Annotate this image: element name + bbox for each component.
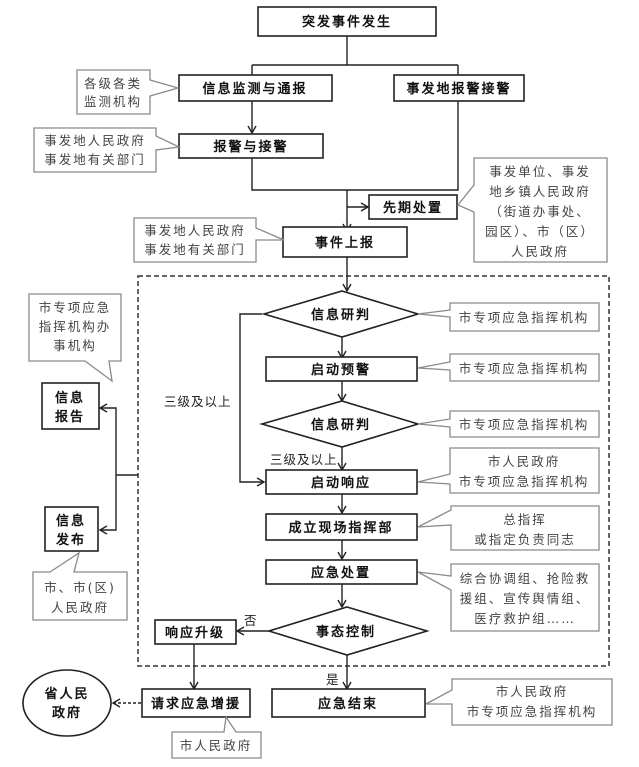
- note-setup-command-line2: 或指定负责同志: [474, 532, 576, 547]
- note-emergency-end-line1: 市人民政府: [496, 684, 569, 699]
- note-start-response-line2: 市专项应急指挥机构: [459, 474, 590, 489]
- edge-label-yes: 是: [326, 672, 340, 687]
- note-emergency-end-line2: 市专项应急指挥机构: [467, 704, 598, 719]
- note-info-judge-1: 市专项应急指挥机构: [417, 302, 600, 332]
- note-emergency-handling-line3: 医疗救护组……: [474, 611, 576, 626]
- node-info-report-line2: 报告: [55, 409, 85, 425]
- node-alarm-receive-label: 报警与接警: [213, 139, 288, 155]
- note-setup-command-line1: 总指挥: [503, 512, 547, 527]
- node-monitor-label: 信息监测与通报: [202, 81, 307, 97]
- edge-label-level3-left: 三级及以上: [164, 394, 232, 409]
- note-setup-command: 总指挥 或指定负责同志: [417, 505, 600, 551]
- note-emergency-handling: 综合协调组、抢险救 援组、宣传舆情组、 医疗救护组……: [417, 563, 600, 632]
- note-start-warning: 市专项应急指挥机构: [417, 353, 600, 382]
- node-initial-response-label: 先期处置: [383, 200, 443, 216]
- note-event-report-line1: 事发地人民政府: [144, 223, 246, 238]
- note-initial-response: 事发单位、事发 地乡镇人民政府 （街道办事处、 园区）、市（区） 人民政府: [456, 157, 608, 263]
- note-info-report-line2: 指挥机构办: [39, 319, 112, 334]
- note-request-support: 市人民政府: [171, 715, 262, 759]
- node-initial-response: 先期处置: [368, 194, 458, 220]
- node-setup-command: 成立现场指挥部: [265, 513, 418, 541]
- node-info-release: 信息 发布: [44, 506, 99, 552]
- note-event-report-line2: 事发地有关部门: [144, 242, 246, 257]
- edge-label-level3-inner: 三级及以上: [270, 452, 338, 467]
- node-emergency-end: 应急结束: [271, 688, 426, 718]
- note-start-response: 市人民政府 市专项应急指挥机构: [417, 447, 600, 494]
- note-info-release: 市、市(区) 人民政府: [32, 551, 128, 621]
- node-info-release-line1: 信息: [56, 513, 86, 529]
- note-info-judge-1-text: 市专项应急指挥机构: [459, 310, 590, 325]
- node-start-warning: 启动预警: [265, 356, 418, 382]
- note-alarm-receive: 事发地人民政府 事发地有关部门: [33, 127, 182, 173]
- node-monitor: 信息监测与通报: [178, 74, 333, 102]
- node-event-report: 事件上报: [282, 226, 408, 258]
- note-monitor: 各级各类 监测机构: [76, 69, 181, 115]
- node-provincial-gov-line2: 政府: [52, 705, 82, 721]
- node-emergency-handling-label: 应急处置: [311, 565, 371, 581]
- note-info-release-line1: 市、市(区): [44, 580, 116, 595]
- note-monitor-line1: 各级各类: [84, 76, 142, 91]
- node-emergency-handling: 应急处置: [265, 559, 418, 585]
- edge-label-no: 否: [244, 613, 258, 628]
- note-info-judge-2-text: 市专项应急指挥机构: [459, 417, 590, 432]
- note-info-report-line3: 事机构: [53, 338, 97, 353]
- response-phase-region: [137, 275, 610, 667]
- decision-info-judge-1: 信息研判: [261, 290, 421, 338]
- note-monitor-line2: 监测机构: [84, 94, 142, 109]
- note-emergency-handling-line2: 援组、宣传舆情组、: [460, 591, 591, 606]
- node-info-release-line2: 发布: [55, 532, 86, 548]
- connectors: [98, 36, 463, 708]
- note-initial-response-line4: 园区）、市（区）: [485, 224, 595, 239]
- node-response-upgrade: 响应升级: [154, 619, 237, 645]
- node-emergency-end-label: 应急结束: [318, 696, 378, 712]
- node-alarm-receive: 报警与接警: [178, 133, 324, 159]
- node-request-support-label: 请求应急增援: [151, 696, 241, 712]
- note-initial-response-line3: （街道办事处、: [489, 204, 591, 219]
- note-alarm-receive-line1: 事发地人民政府: [44, 133, 146, 148]
- note-start-response-line1: 市人民政府: [488, 454, 561, 469]
- node-event-report-label: 事件上报: [315, 235, 375, 251]
- note-emergency-end: 市人民政府 市专项应急指挥机构: [425, 678, 613, 726]
- node-provincial-gov: 省人民 政府: [22, 669, 112, 737]
- note-emergency-handling-line1: 综合协调组、抢险救: [460, 571, 591, 586]
- decision-info-judge-1-label: 信息研判: [311, 307, 371, 323]
- node-provincial-gov-line1: 省人民: [43, 686, 89, 702]
- note-event-report: 事发地人民政府 事发地有关部门: [133, 217, 285, 263]
- node-info-report-line1: 信息: [55, 390, 85, 406]
- note-start-warning-text: 市专项应急指挥机构: [459, 361, 590, 376]
- note-initial-response-line5: 人民政府: [511, 244, 569, 259]
- note-initial-response-line2: 地乡镇人民政府: [489, 184, 591, 199]
- note-info-judge-2: 市专项应急指挥机构: [417, 410, 600, 438]
- node-start: 突发事件发生: [257, 6, 437, 37]
- node-start-response-label: 启动响应: [311, 475, 371, 491]
- note-initial-response-line1: 事发单位、事发: [489, 164, 591, 179]
- decision-info-judge-2: 信息研判: [259, 400, 421, 448]
- node-local-alarm: 事发地报警接警: [393, 74, 525, 102]
- note-request-support-text: 市人民政府: [180, 738, 253, 753]
- node-info-report: 信息 报告: [41, 382, 100, 430]
- note-info-report: 市专项应急 指挥机构办 事机构: [28, 293, 122, 383]
- node-start-response: 启动响应: [265, 469, 418, 495]
- node-request-support: 请求应急增援: [141, 688, 251, 718]
- note-info-report-line1: 市专项应急: [39, 300, 112, 315]
- decision-situation-control-label: 事态控制: [316, 624, 376, 640]
- note-info-release-line2: 人民政府: [51, 600, 109, 615]
- decision-situation-control: 事态控制: [266, 606, 430, 656]
- node-local-alarm-label: 事发地报警接警: [406, 81, 511, 97]
- note-alarm-receive-line2: 事发地有关部门: [44, 152, 146, 167]
- decision-info-judge-2-label: 信息研判: [311, 417, 371, 433]
- node-start-label: 突发事件发生: [302, 14, 392, 30]
- node-start-warning-label: 启动预警: [311, 362, 371, 378]
- node-response-upgrade-label: 响应升级: [165, 625, 225, 641]
- node-setup-command-label: 成立现场指挥部: [288, 520, 393, 536]
